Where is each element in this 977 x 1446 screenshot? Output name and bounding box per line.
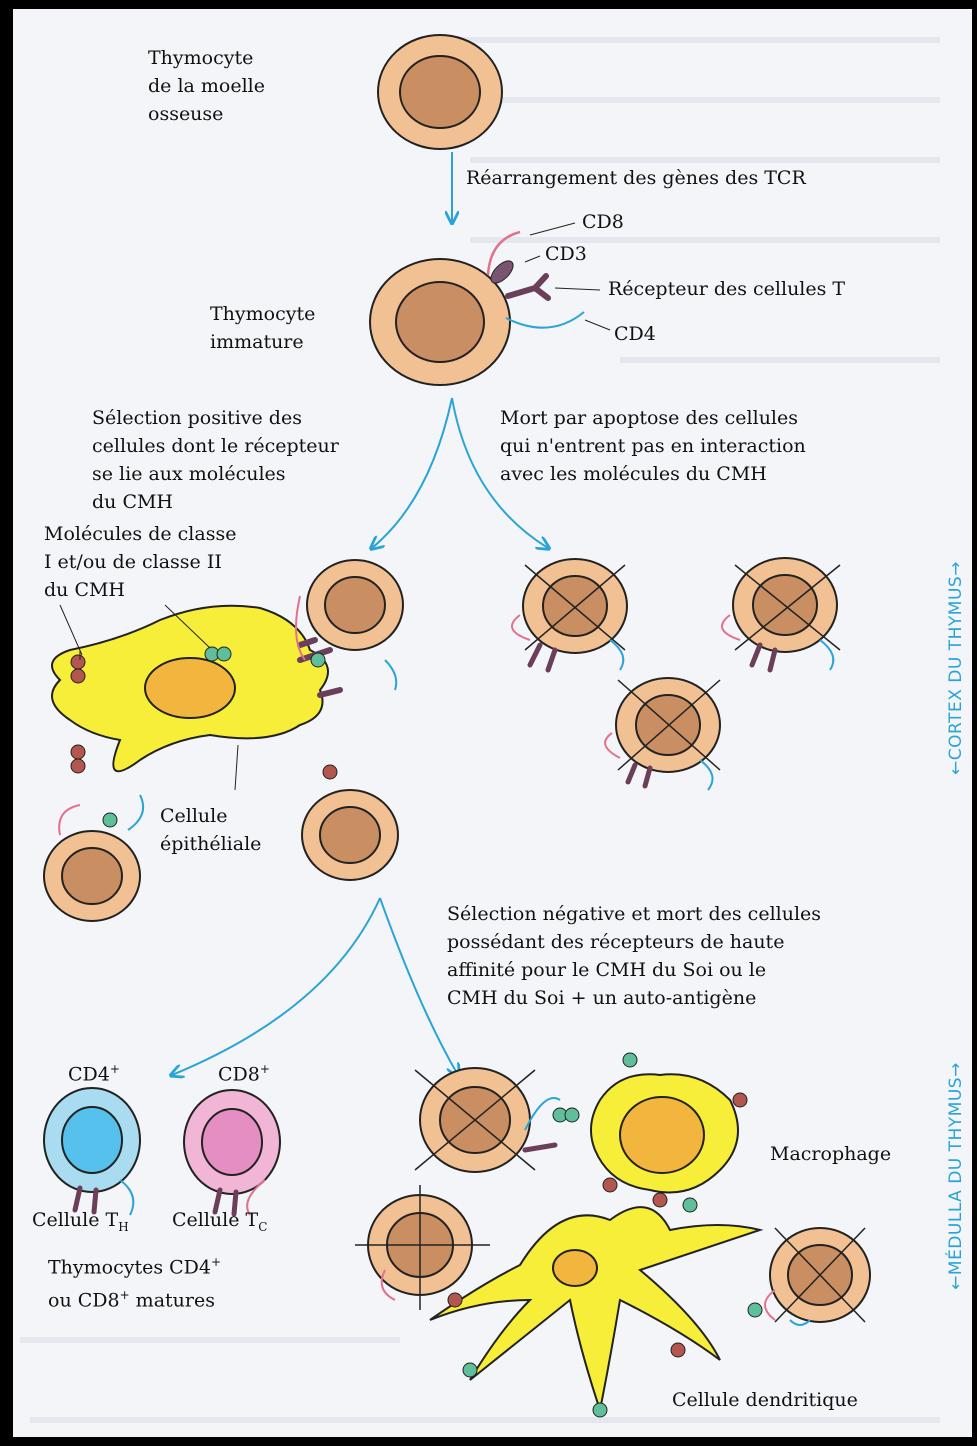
- mature-thymocytes: [44, 1088, 280, 1215]
- label-tcr: Récepteur des cellules T: [608, 275, 845, 303]
- label-negative-selection: Sélection négative et mort des cellules …: [447, 900, 821, 1012]
- label-cd3: CD3: [545, 240, 587, 268]
- label-epithelial-cell: Cellule épithéliale: [160, 802, 261, 858]
- label-apoptosis: Mort par apoptose des cellules qui n'ent…: [500, 404, 806, 488]
- dendritic-shape: [430, 1207, 760, 1410]
- epithelial-cell: [52, 606, 328, 772]
- label-tc-cell: Cellule TC: [172, 1206, 267, 1241]
- label-cd4: CD4: [614, 320, 656, 348]
- label-immature-thymocyte: Thymocyte immature: [210, 300, 315, 356]
- label-th-cell: Cellule TH: [32, 1206, 129, 1241]
- label-cd4-plus: CD4+: [68, 1055, 120, 1088]
- label-rearrangement: Réarrangement des gènes des TCR: [466, 164, 806, 192]
- label-bone-marrow-thymocyte: Thymocyte de la moelle osseuse: [148, 44, 265, 128]
- label-mhc-molecules: Molécules de classe I et/ou de classe II…: [44, 520, 236, 604]
- bone-marrow-thymocyte: [378, 35, 502, 149]
- label-cortex-thymus: ←CORTEX DU THYMUS→: [946, 538, 966, 798]
- label-mature-thymocytes: Thymocytes CD4+ou CD8+ matures: [48, 1248, 221, 1315]
- label-medulla-thymus: ←MÉDULLA DU THYMUS→: [946, 1046, 966, 1306]
- positive-selection-arrow: [372, 398, 452, 548]
- negative-selection-cells: [355, 1053, 870, 1417]
- label-dendritic-cell: Cellule dendritique: [672, 1386, 858, 1414]
- label-cd8: CD8: [582, 208, 624, 236]
- mature-arrow: [172, 898, 380, 1075]
- label-macrophage: Macrophage: [770, 1140, 891, 1168]
- label-cd8-plus: CD8+: [218, 1055, 270, 1088]
- label-positive-selection: Sélection positive des cellules dont le …: [92, 404, 339, 516]
- apoptotic-thymocytes: [512, 558, 840, 790]
